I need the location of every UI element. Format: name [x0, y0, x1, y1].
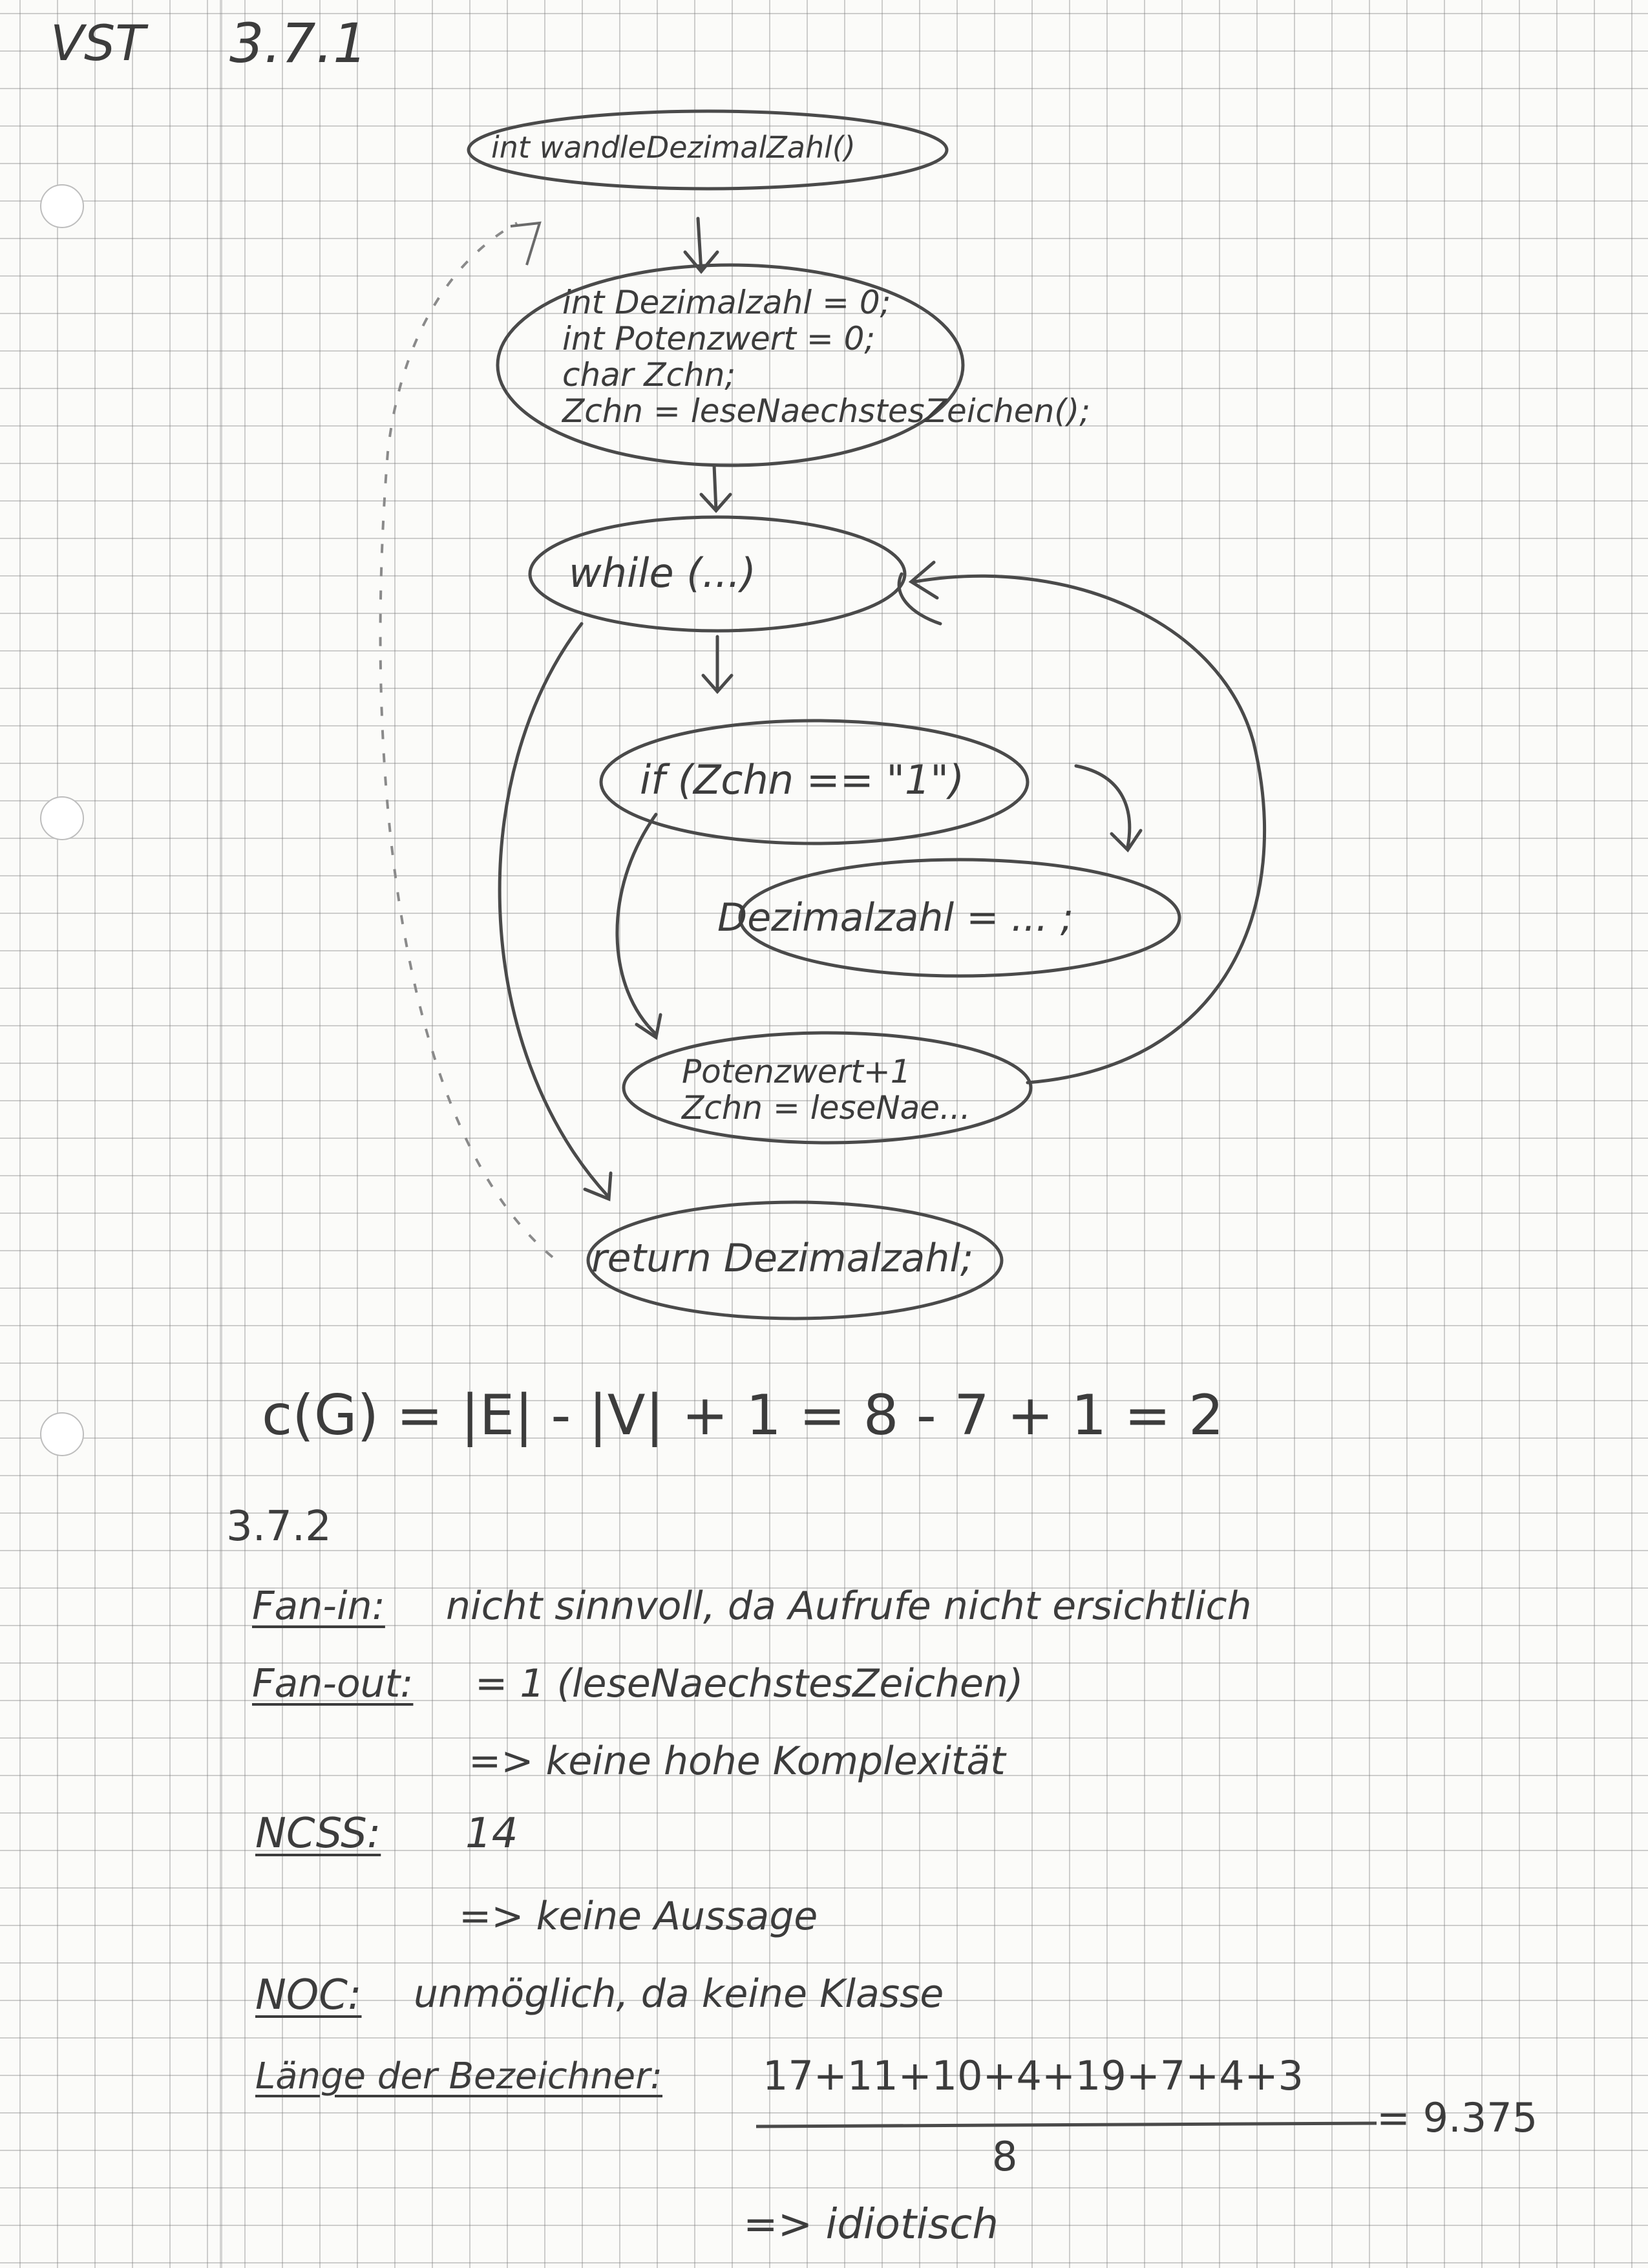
edge-4-6-arrowhead: [635, 1013, 662, 1041]
ncss-label: NCSS:: [255, 1810, 381, 1858]
node-2-line-2: int Potenzwert = 0;: [562, 320, 876, 357]
ncss-conclusion: => keine Aussage: [459, 1894, 818, 1939]
node-2-line-4: Zchn = leseNaechstesZeichen();: [562, 392, 1091, 430]
node-5-text: Dezimalzahl = ... ;: [717, 895, 1074, 940]
edge-2-3-arrowhead: [699, 493, 732, 513]
node-7-text: return Dezimalzahl;: [591, 1236, 974, 1281]
edge-dashed-7-1: [379, 222, 554, 1258]
edge-3-back-hook: [897, 572, 942, 626]
ncss-value: 14: [465, 1810, 518, 1858]
node-6-text: Potenzwert+1 Zchn = leseNae...: [682, 1054, 971, 1126]
noc-text: unmöglich, da keine Klasse: [414, 1971, 944, 2017]
fan-in-text: nicht sinnvoll, da Aufrufe nicht ersicht…: [446, 1584, 1252, 1629]
node-2-text: int Dezimalzahl = 0; int Potenzwert = 0;…: [562, 284, 1090, 429]
exercise-number-2: 3.7.2: [226, 1503, 332, 1551]
edge-3-4-arrowhead: [701, 673, 734, 694]
edge-1-2: [696, 217, 703, 273]
edge-2-3: [712, 463, 718, 513]
fan-out-label: Fan-out:: [252, 1661, 414, 1706]
node-1-text: int wandleDezimalZahl(): [491, 130, 856, 165]
length-denominator: 8: [992, 2133, 1018, 2180]
edge-3-7-arrowhead: [583, 1171, 613, 1202]
punch-hole-bottom: [40, 1412, 84, 1456]
header-left: VST: [50, 14, 145, 72]
edge-3-7: [498, 622, 609, 1198]
cyclomatic-formula: c(G) = |E| - |V| + 1 = 8 - 7 + 1 = 2: [262, 1383, 1224, 1448]
exercise-number-1: 3.7.1: [229, 12, 368, 75]
node-2-line-1: int Dezimalzahl = 0;: [562, 284, 891, 321]
node-6-line-1: Potenzwert+1: [682, 1053, 911, 1090]
edge-dashed-arrowhead: [510, 221, 542, 266]
noc-label: NOC:: [255, 1971, 362, 2019]
edge-4-6: [615, 812, 658, 1036]
edge-4-5: [1074, 764, 1132, 849]
length-label: Länge der Bezeichner:: [255, 2055, 663, 2097]
margin-line: [220, 0, 222, 2268]
final-conclusion: => idiotisch: [743, 2201, 998, 2249]
fraction-bar: [755, 2121, 1377, 2128]
punch-hole-top: [40, 184, 84, 228]
edge-1-2-arrowhead: [683, 250, 719, 274]
node-3-text: while (...): [569, 549, 756, 597]
node-4-text: if (Zchn == "1"): [640, 756, 965, 803]
fan-in-label: Fan-in:: [252, 1584, 385, 1629]
node-6-line-2: Zchn = leseNae...: [682, 1089, 971, 1127]
length-result: = 9.375: [1377, 2094, 1538, 2141]
edge-6-3: [913, 574, 1267, 1085]
node-2-line-3: char Zchn;: [562, 356, 736, 394]
punch-hole-middle: [40, 796, 84, 840]
edge-6-3-arrowhead: [908, 560, 939, 600]
fan-out-text: = 1 (leseNaechstesZeichen): [475, 1661, 1024, 1706]
edge-4-5-arrowhead: [1110, 829, 1143, 853]
fan-out-conclusion: => keine hohe Komplexität: [469, 1739, 1006, 1784]
length-numerator: 17+11+10+4+19+7+4+3: [763, 2052, 1304, 2099]
